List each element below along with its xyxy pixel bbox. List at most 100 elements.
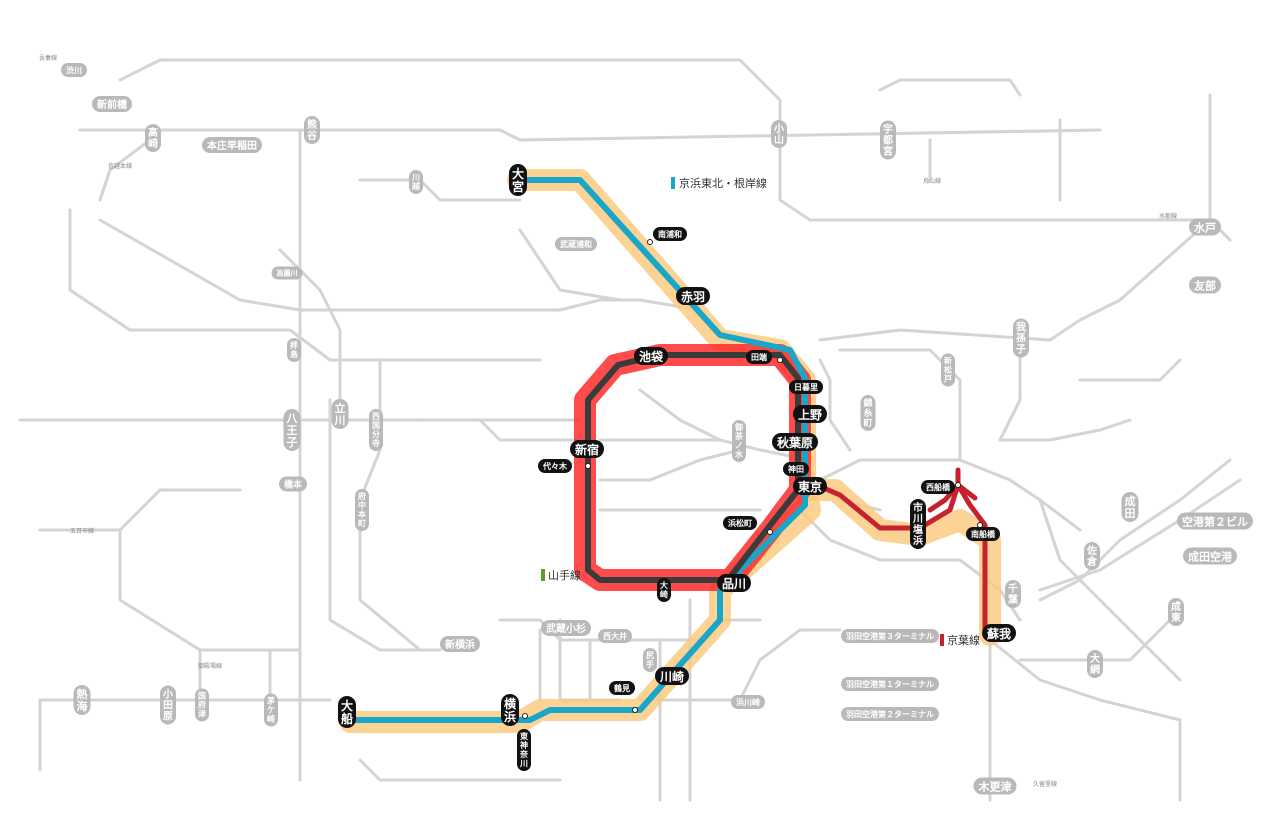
station-tachikawa[interactable]: 立川	[331, 399, 349, 429]
station-kawasaki[interactable]: 川崎	[655, 667, 689, 685]
svg-text:羽田空港第１ターミナル: 羽田空港第１ターミナル	[846, 679, 934, 689]
station-narita-airport[interactable]: 成田空港	[1183, 547, 1237, 565]
svg-text:ケ: ケ	[267, 706, 275, 715]
station-yokohama[interactable]: 横浜	[501, 694, 519, 726]
station-nishi-oi[interactable]: 西大井	[598, 629, 632, 643]
station-tokyo[interactable]: 東京	[793, 477, 827, 495]
station-nishi-funabashi[interactable]: 西船橋	[921, 480, 955, 494]
station-shitte[interactable]: 尻手	[643, 648, 657, 672]
svg-text:奈: 奈	[519, 749, 529, 759]
svg-text:空港第２ビル: 空港第２ビル	[1182, 515, 1248, 529]
station-hamakawasaki[interactable]: 浜川崎	[731, 695, 765, 709]
station-kawagoe[interactable]: 川越	[409, 170, 423, 194]
svg-text:茶: 茶	[734, 431, 744, 441]
svg-text:津: 津	[198, 709, 206, 719]
station-shinjuku[interactable]: 新宿	[570, 440, 604, 458]
station-mito[interactable]: 水戸	[1189, 218, 1221, 236]
svg-text:崎: 崎	[660, 589, 668, 599]
svg-text:孫: 孫	[1016, 332, 1026, 345]
svg-text:小: 小	[162, 688, 173, 701]
station-tsurumi[interactable]: 鶴見	[609, 681, 635, 695]
svg-text:宮: 宮	[883, 145, 893, 158]
station-minami-funabashi[interactable]: 南船橋	[966, 527, 1000, 541]
svg-text:佐: 佐	[1086, 544, 1097, 557]
station-yoyogi[interactable]: 代々木	[538, 459, 572, 473]
station-oyama[interactable]: 小山	[771, 120, 787, 148]
station-shibukawa[interactable]: 渋川	[61, 63, 87, 77]
station-odawara[interactable]: 小田原	[160, 685, 176, 725]
station-shin-matsudo[interactable]: 新松戸	[941, 353, 955, 387]
svg-text:東: 東	[1171, 611, 1181, 624]
station-takasaki[interactable]: 高崎	[145, 124, 161, 152]
station-ueno[interactable]: 上野	[793, 405, 827, 423]
station-abiko[interactable]: 我孫子	[1013, 318, 1029, 358]
station-kanda[interactable]: 神田	[783, 462, 809, 476]
line-name-agatsuma-line: 吾妻線	[39, 54, 57, 62]
station-kozu[interactable]: 国府津	[195, 688, 209, 722]
station-shin-maebashi[interactable]: 新前橋	[92, 96, 132, 112]
station-tabata[interactable]: 田端	[746, 350, 772, 364]
svg-text:川崎: 川崎	[659, 669, 684, 684]
svg-text:原: 原	[163, 711, 173, 723]
station-musashi-urawa[interactable]: 武蔵浦和	[555, 237, 597, 251]
svg-text:錦: 錦	[862, 397, 872, 409]
svg-text:横: 横	[504, 696, 517, 711]
station-nippori[interactable]: 日暮里	[789, 380, 823, 394]
station-kinshicho[interactable]: 錦糸町	[860, 395, 876, 431]
station-hashimoto[interactable]: 橋本	[279, 476, 307, 492]
station-haneda1[interactable]: 羽田空港第１ターミナル	[841, 677, 939, 691]
station-atami[interactable]: 熱海	[73, 685, 91, 715]
station-utsunomiya[interactable]: 宇都宮	[880, 120, 896, 160]
svg-text:町: 町	[863, 418, 872, 429]
svg-text:南船橋: 南船橋	[971, 529, 996, 539]
station-haijima[interactable]: 拝島	[287, 338, 301, 362]
station-hachioji[interactable]: 八王子	[283, 409, 301, 451]
svg-text:鶴見: 鶴見	[613, 683, 630, 693]
svg-text:大: 大	[512, 166, 524, 181]
station-kumagaya[interactable]: 熊谷	[304, 116, 320, 144]
station-honjo-waseda[interactable]: 本庄早稲田	[202, 137, 262, 153]
station-haneda2[interactable]: 羽田空港第２ターミナル	[841, 707, 939, 721]
station-osaki[interactable]: 大崎	[657, 578, 671, 602]
station-naruto[interactable]: 成東	[1168, 598, 1184, 626]
station-airport2[interactable]: 空港第２ビル	[1177, 512, 1253, 530]
station-narita[interactable]: 成田	[1121, 492, 1139, 522]
station-ikebukuro[interactable]: 池袋	[634, 347, 668, 365]
station-akabane[interactable]: 赤羽	[676, 287, 710, 305]
svg-text:宮: 宮	[512, 179, 524, 194]
station-musashi-kosugi[interactable]: 武蔵小杉	[541, 620, 591, 636]
svg-text:大: 大	[1090, 652, 1100, 665]
svg-text:島: 島	[290, 349, 298, 359]
station-omiya[interactable]: 大宮	[509, 164, 527, 196]
station-haneda3[interactable]: 羽田空港第３ターミナル	[841, 629, 939, 643]
station-chigasaki[interactable]: 茅ケ崎	[264, 693, 278, 727]
svg-text:川: 川	[912, 513, 923, 525]
station-tomobe[interactable]: 友部	[1189, 276, 1221, 294]
station-shin-yokohama[interactable]: 新横浜	[440, 636, 480, 652]
station-hamamatsucho[interactable]: 浜松町	[723, 516, 757, 530]
svg-text:高麗川: 高麗川	[277, 269, 298, 278]
svg-text:我: 我	[1016, 321, 1026, 334]
svg-text:新: 新	[944, 356, 952, 366]
svg-text:成: 成	[1125, 494, 1136, 508]
station-kisarazu[interactable]: 木更津	[973, 777, 1017, 795]
station-oami[interactable]: 大網	[1087, 650, 1103, 678]
station-shinagawa[interactable]: 品川	[717, 574, 751, 592]
station-soga[interactable]: 蘇我	[982, 624, 1016, 642]
station-ofuna[interactable]: 大船	[338, 696, 356, 728]
line-name-joetsu-line: 信越本線	[108, 162, 132, 170]
svg-text:松: 松	[944, 365, 952, 375]
station-sakura[interactable]: 佐倉	[1084, 542, 1100, 570]
svg-text:葉: 葉	[1007, 593, 1019, 606]
station-koma-gawa[interactable]: 高麗川	[271, 266, 303, 280]
station-chiba[interactable]: 千葉	[1005, 580, 1021, 608]
station-minami-urawa[interactable]: 南浦和	[653, 227, 687, 241]
station-akihabara[interactable]: 秋葉原	[772, 433, 818, 451]
svg-text:八: 八	[286, 412, 299, 425]
legend: 京浜東北・根岸線 山手線 京葉線	[541, 176, 980, 647]
